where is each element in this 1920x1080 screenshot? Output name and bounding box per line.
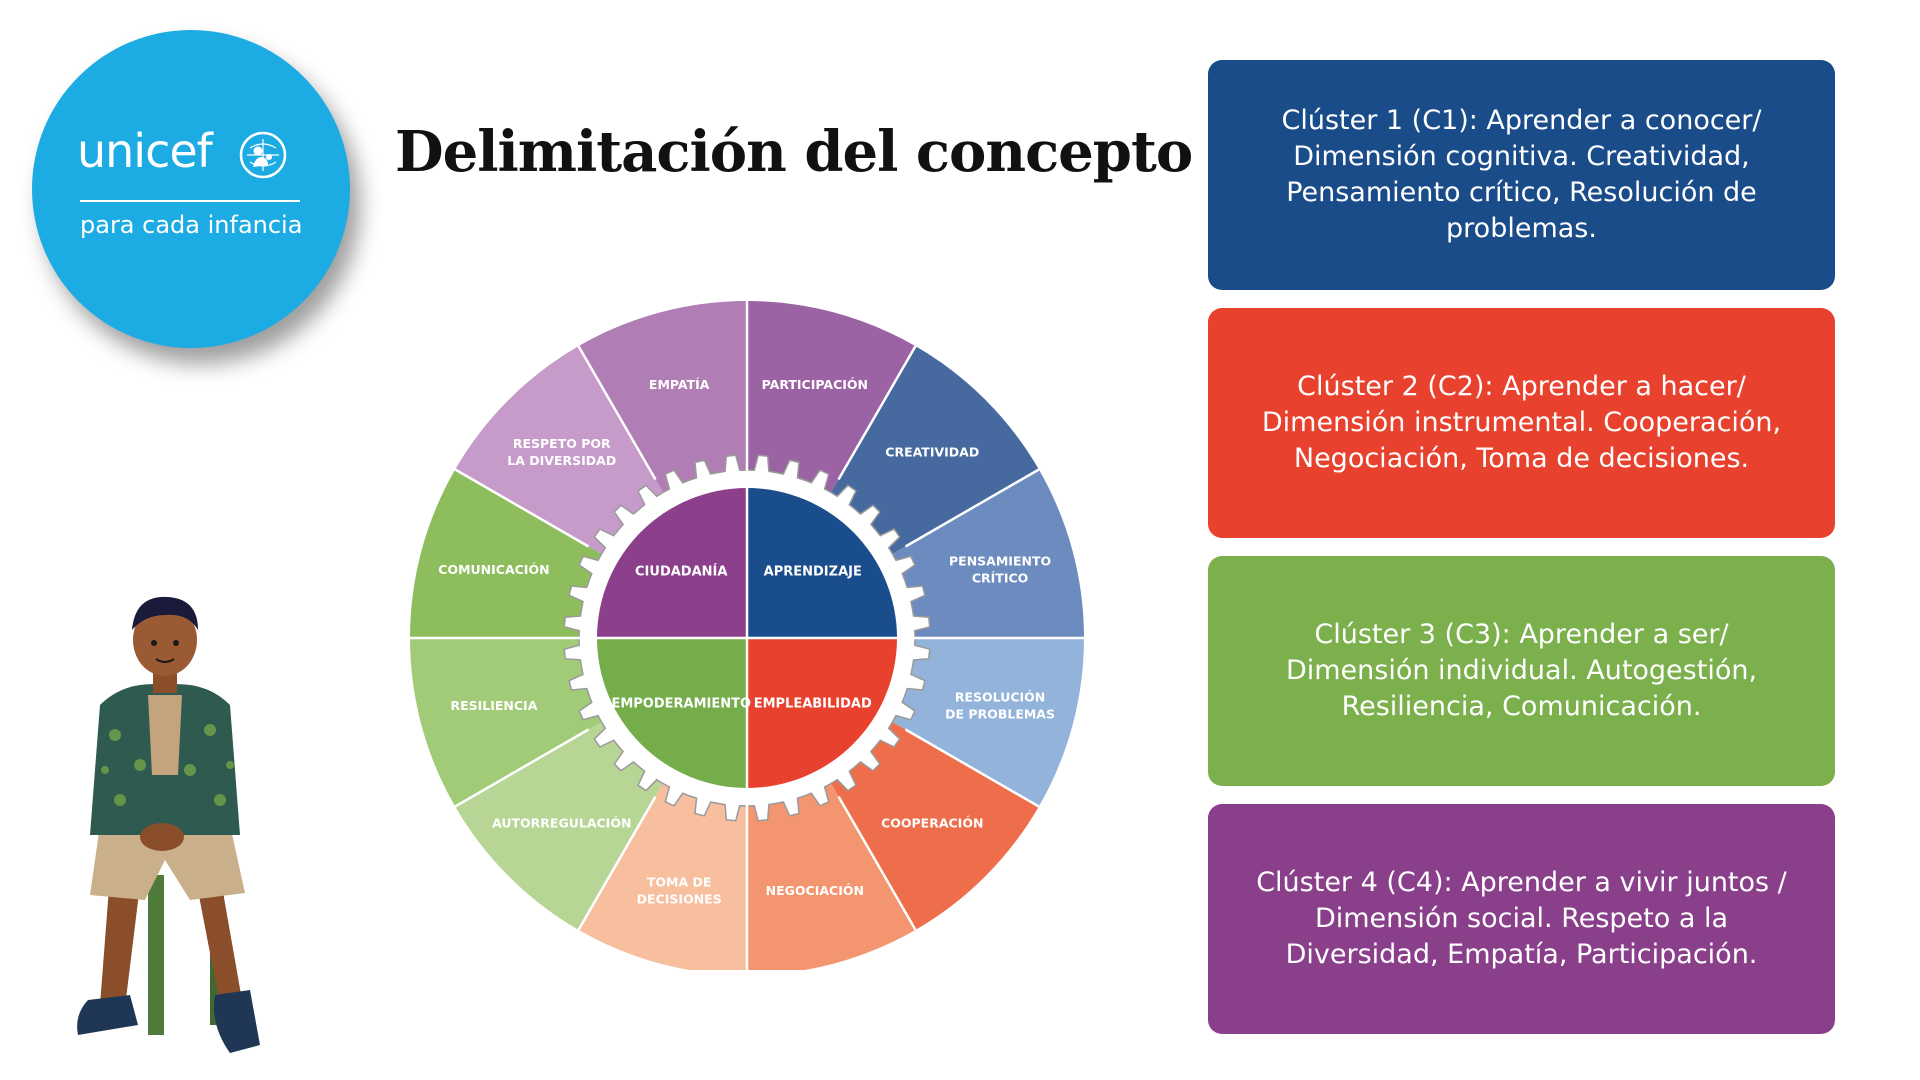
- logo-tagline: para cada infancia: [80, 211, 303, 239]
- cluster-card-1: Clúster 1 (C1): Aprender a conocer/ Dime…: [1208, 60, 1835, 290]
- outer-label-comunicacion: COMUNICACIÓN: [438, 562, 549, 577]
- cluster-card-3: Clúster 3 (C3): Aprender a ser/ Dimensió…: [1208, 556, 1835, 786]
- wheel-divider: [454, 728, 590, 808]
- outer-label-empatia: EMPATÍA: [649, 376, 710, 391]
- wheel-divider: [904, 468, 1040, 548]
- cluster-3-text: Clúster 3 (C3): Aprender a ser/ Dimensió…: [1285, 619, 1758, 722]
- core-label-aprendizaje: APRENDIZAJE: [764, 565, 862, 580]
- wheel-divider: [904, 728, 1040, 808]
- wheel-dividers: [410, 301, 1084, 970]
- cluster-1-text: Clúster 1 (C1): Aprender a conocer/ Dime…: [1281, 105, 1762, 244]
- wheel-divider: [837, 795, 917, 931]
- core-segment-empleabilidad: [747, 638, 897, 788]
- cluster-2-text: Clúster 2 (C2): Aprender a hacer/ Dimens…: [1261, 371, 1782, 474]
- outer-label-resiliencia: RESILIENCIA: [450, 697, 537, 712]
- core-label-ciudadania: CIUDADANÍA: [635, 564, 727, 580]
- outer-label-negociacion: NEGOCIACIÓN: [766, 883, 864, 898]
- logo-brand-text: unicef: [77, 124, 213, 178]
- core-segment-empoderamiento: [597, 638, 747, 788]
- logo-divider: [80, 200, 300, 202]
- core-ring: [597, 488, 897, 788]
- outer-label-autorregulacion: AUTORREGULACIÓN: [492, 815, 631, 830]
- core-segment-ciudadania: [597, 488, 747, 638]
- cluster-card-2: Clúster 2 (C2): Aprender a hacer/ Dimens…: [1208, 308, 1835, 538]
- unicef-emblem-icon: [239, 131, 287, 179]
- page-title: Delimitación del concepto: [395, 119, 1193, 185]
- core-label-empoderamiento: EMPODERAMIENTO: [611, 696, 751, 711]
- core-label-empleabilidad: EMPLEABILIDAD: [754, 696, 872, 711]
- cluster-4-text: Clúster 4 (C4): Aprender a vivir juntos …: [1256, 867, 1787, 970]
- seated-boy-illustration: [77, 596, 260, 1053]
- wheel-divider: [837, 345, 917, 481]
- outer-label-cooperacion: COOPERACIÓN: [881, 815, 983, 830]
- wheel-divider: [577, 795, 657, 931]
- outer-label-participacion: PARTICIPACIÓN: [762, 376, 868, 391]
- wheel-divider: [454, 468, 590, 548]
- outer-label-creatividad: CREATIVIDAD: [885, 444, 979, 459]
- core-segment-aprendizaje: [747, 488, 897, 638]
- wheel-divider: [577, 345, 657, 481]
- unicef-logo: unicef para cada infancia: [32, 30, 350, 348]
- cluster-card-4: Clúster 4 (C4): Aprender a vivir juntos …: [1208, 804, 1835, 1034]
